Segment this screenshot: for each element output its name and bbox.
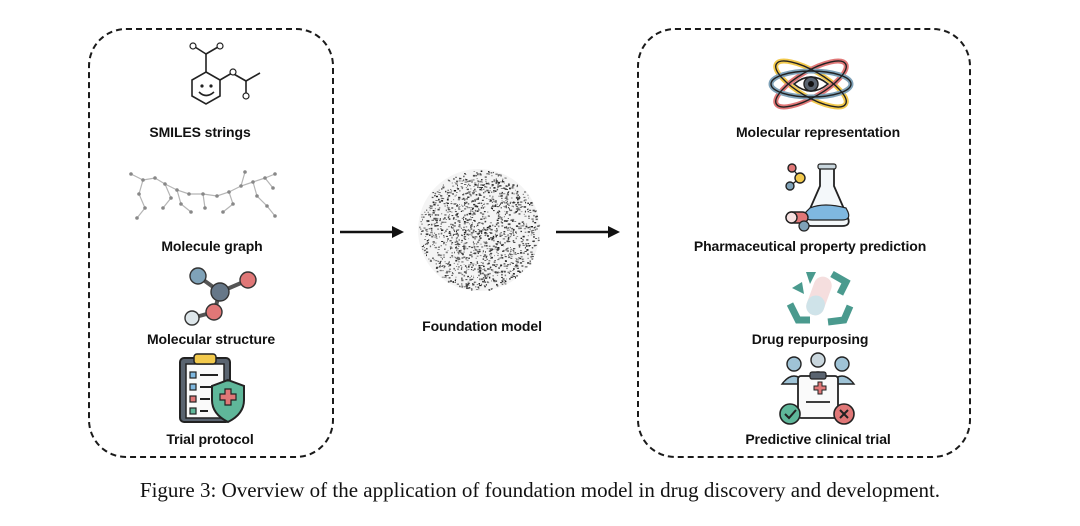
application-panel (637, 28, 971, 458)
input-arrow-icon (340, 226, 404, 238)
predictive-clinical-trial-label: Predictive clinical trial (745, 431, 891, 447)
drug-repurposing-label: Drug repurposing (751, 331, 869, 347)
input-panel (88, 28, 334, 458)
trial-protocol-label: Trial protocol (166, 431, 254, 447)
people-clipboard-icon (779, 352, 856, 425)
figure-caption: Figure 3: Overview of the application of… (139, 478, 941, 502)
molecule-graph-icon (129, 170, 277, 220)
diagram: SMILES strings Molecule graph (88, 28, 971, 458)
clipboard-shield-icon (179, 353, 245, 424)
smiles-label: SMILES strings (149, 124, 251, 140)
aspirin-structure-icon (189, 42, 261, 105)
ball-and-stick-molecule-icon (184, 267, 257, 326)
atom-eye-icon (768, 58, 854, 110)
molecular-representation-label: Molecular representation (735, 124, 901, 140)
pharmaceutical-property-label: Pharmaceutical property prediction (693, 238, 927, 254)
noise-sphere-icon (418, 169, 541, 291)
flask-pills-icon (785, 163, 850, 232)
molecular-structure-label: Molecular structure (146, 331, 276, 347)
foundation-model-label: Foundation model (422, 318, 542, 334)
molecule-graph-label: Molecule graph (161, 238, 263, 254)
recycle-pill-icon (786, 270, 854, 326)
output-arrow-icon (556, 226, 620, 238)
